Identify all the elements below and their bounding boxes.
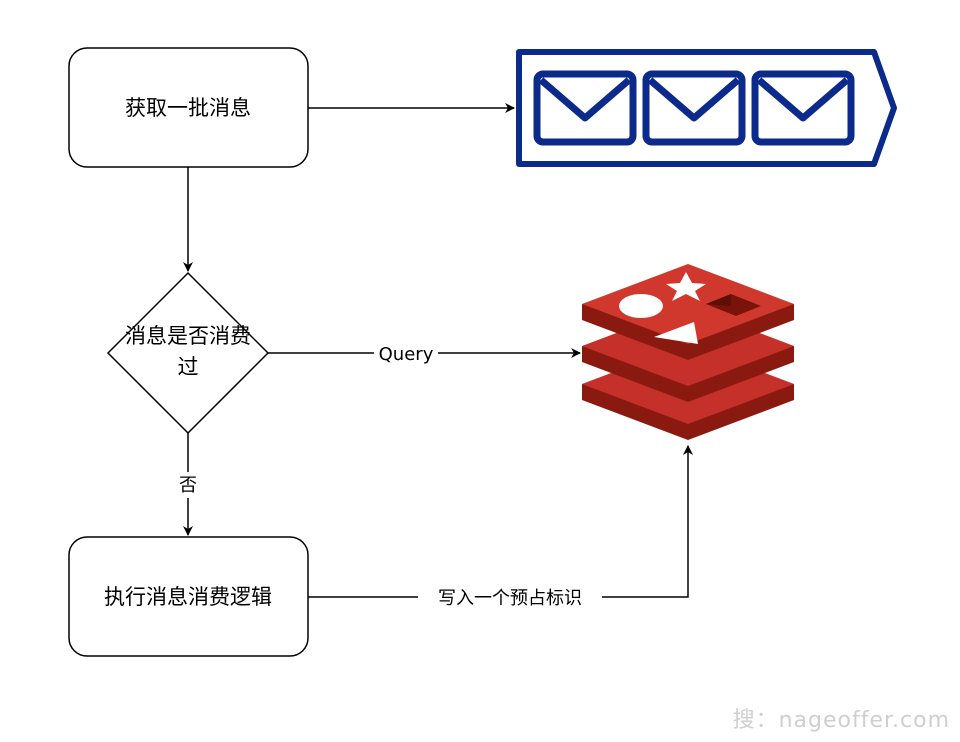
envelope-icon [751, 70, 855, 146]
edge-label-write-marker: 写入一个预占标识 [438, 588, 582, 609]
triangle-shape [654, 322, 698, 344]
execute-logic-label: 执行消息消费逻辑 [104, 585, 272, 609]
execute-logic-node: 执行消息消费逻辑 [68, 536, 309, 657]
envelope-icon [642, 70, 746, 146]
check-consumed-decision: 消息是否消费 过 [106, 271, 270, 435]
edge-label-no: 否 [179, 475, 197, 496]
message-queue-icon [516, 49, 897, 167]
fetch-batch-node: 获取一批消息 [68, 47, 309, 168]
check-consumed-label-line2: 过 [178, 355, 199, 379]
star-shape [666, 272, 706, 301]
circle-shape [619, 294, 663, 318]
fetch-batch-label: 获取一批消息 [125, 96, 251, 120]
edge-label-query: Query [379, 344, 434, 365]
redis-logo-icon [582, 264, 794, 440]
envelope-icon [533, 70, 637, 146]
check-consumed-label-line1: 消息是否消费 [125, 324, 251, 348]
edge-execute-to-redis [308, 445, 693, 598]
watermark: 搜：nageoffer.com [732, 708, 950, 733]
